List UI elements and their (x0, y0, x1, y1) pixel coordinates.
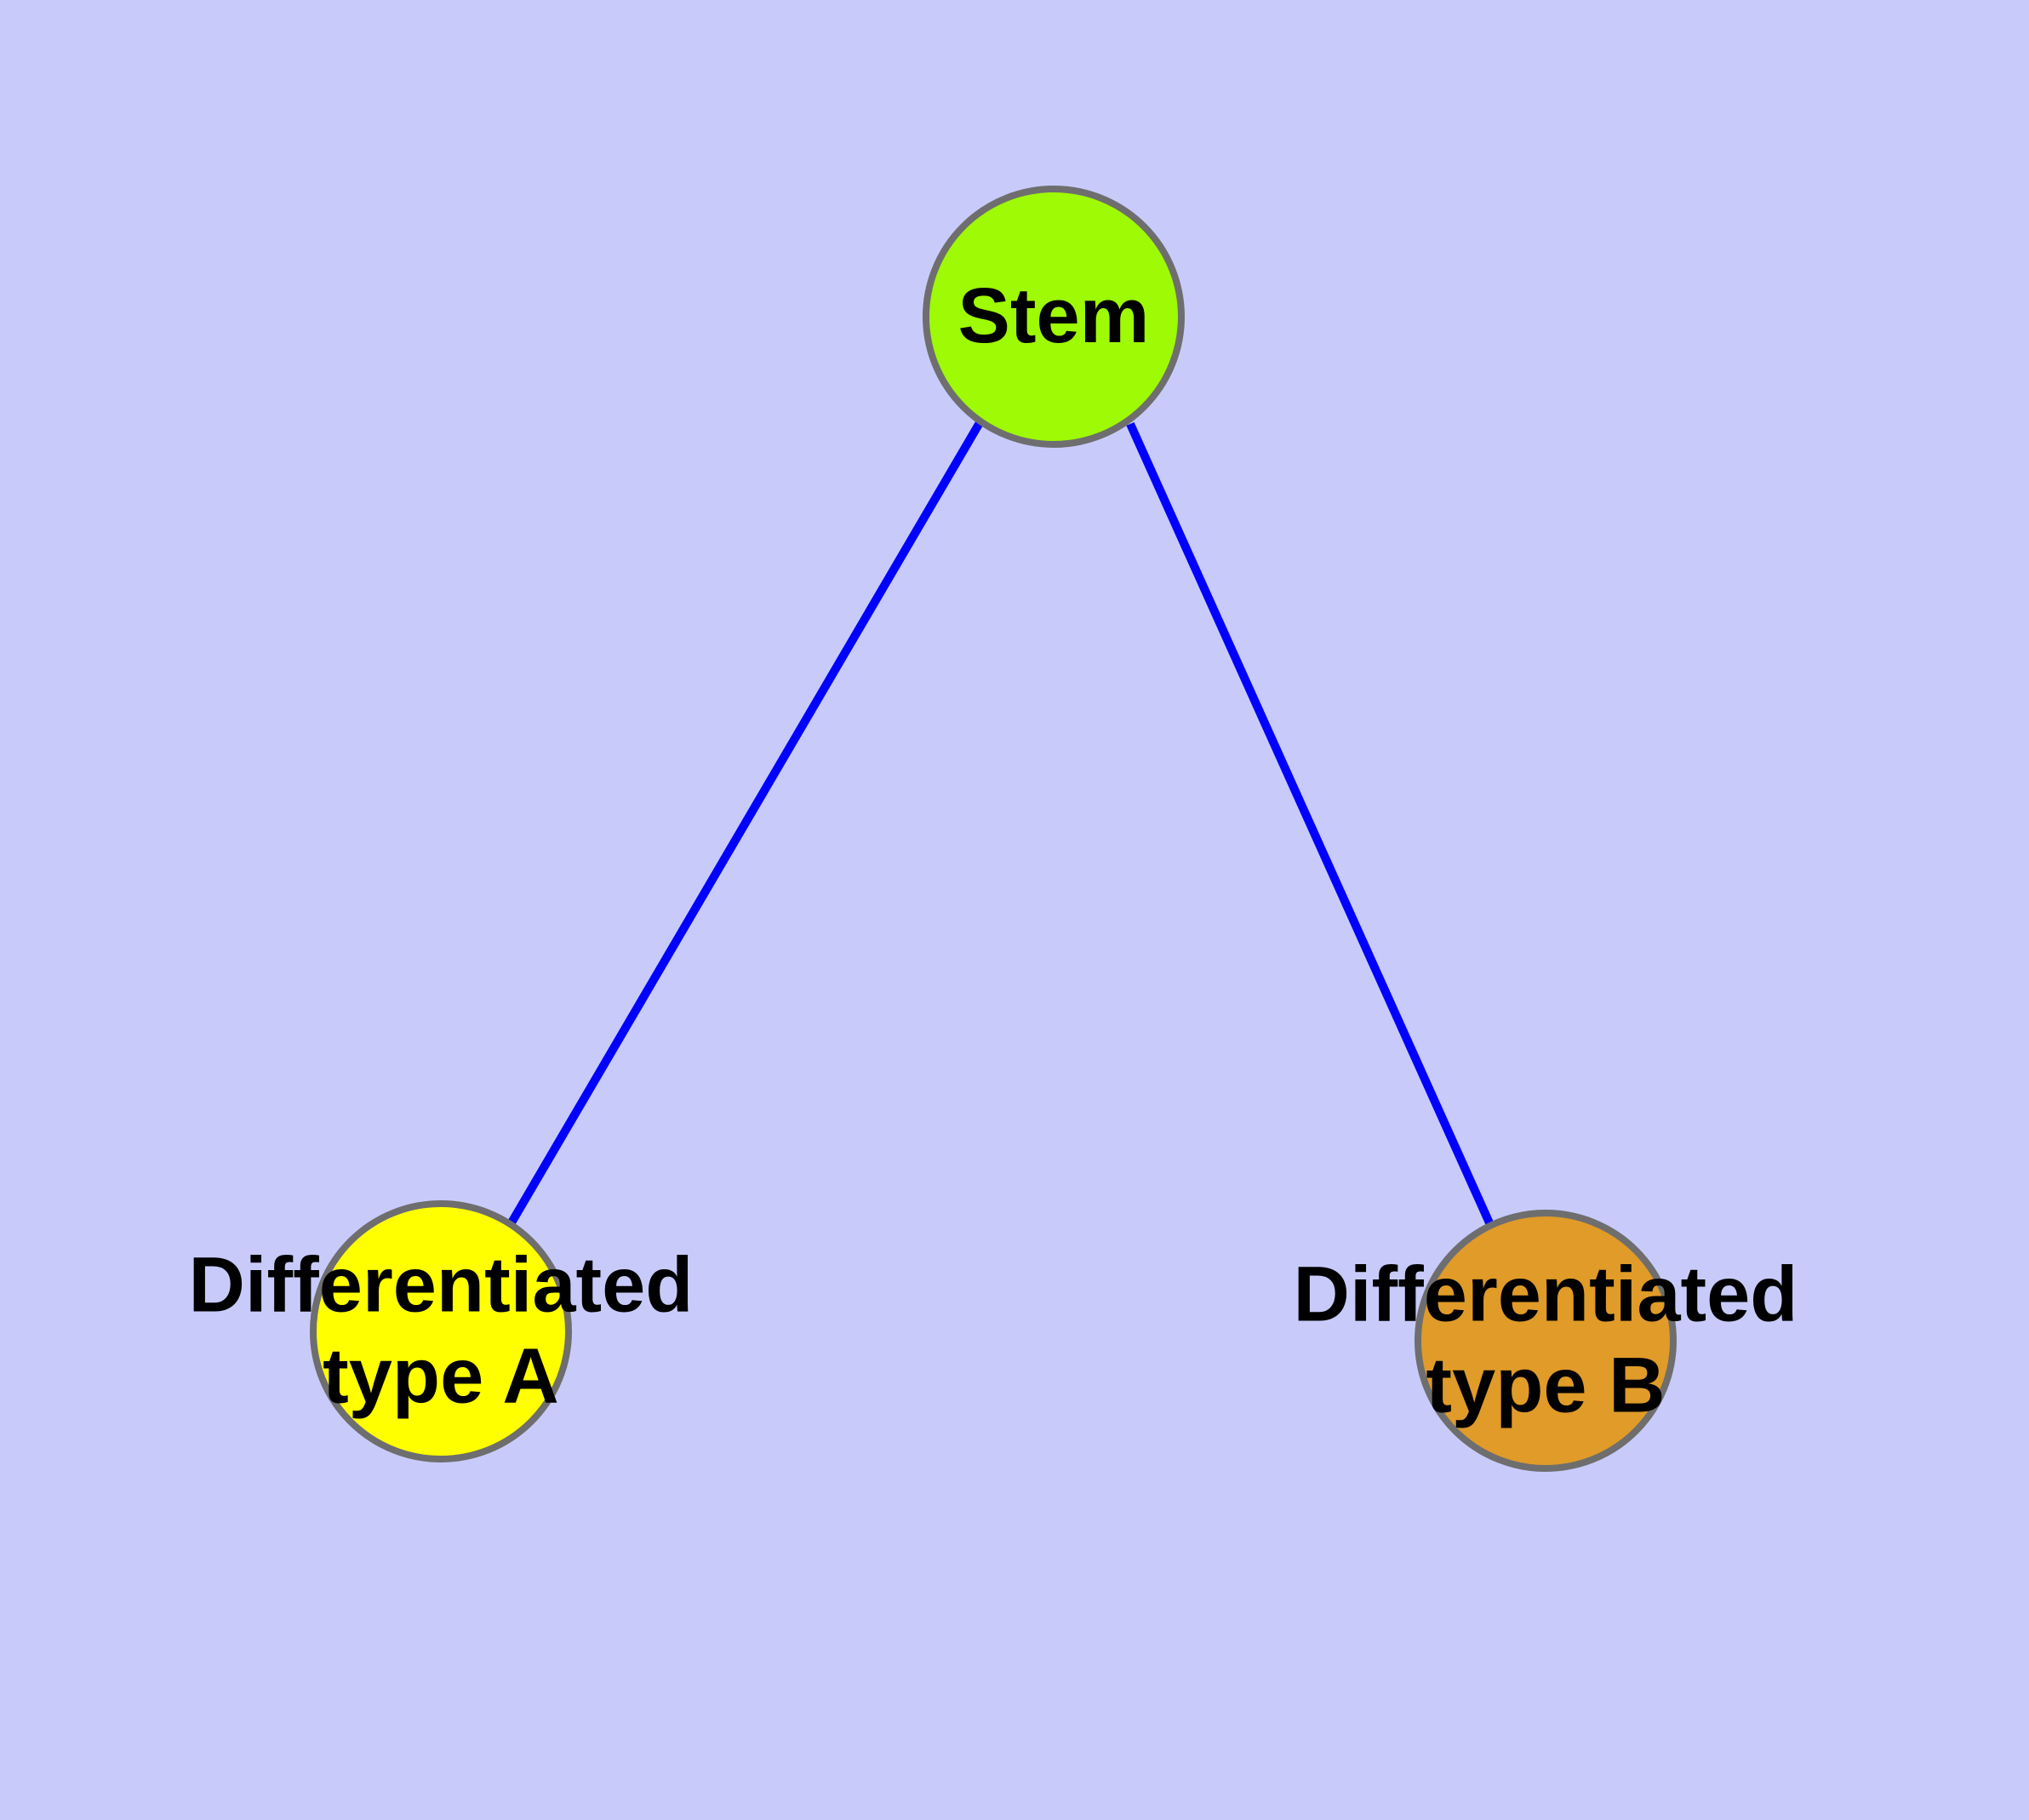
node-label-line: Differentiated (1294, 1251, 1798, 1338)
node-label-line: type B (1426, 1342, 1665, 1429)
edges-group (506, 419, 1495, 1229)
node-label-line: Stem (958, 272, 1150, 359)
node-label-line: type A (323, 1333, 559, 1420)
node-differentiated-type-a-circle[interactable] (310, 1200, 572, 1462)
node-stem-label: Stem (958, 272, 1150, 359)
node-stem-circle[interactable] (923, 186, 1185, 448)
node-differentiated-type-b-circle[interactable] (1415, 1210, 1677, 1472)
edge-stem-to-differentiated-type-a[interactable] (506, 419, 985, 1227)
node-label-line: Differentiated (189, 1242, 694, 1329)
node-stem[interactable]: Stem (923, 186, 1185, 448)
edge-stem-to-differentiated-type-b[interactable] (1126, 421, 1495, 1229)
